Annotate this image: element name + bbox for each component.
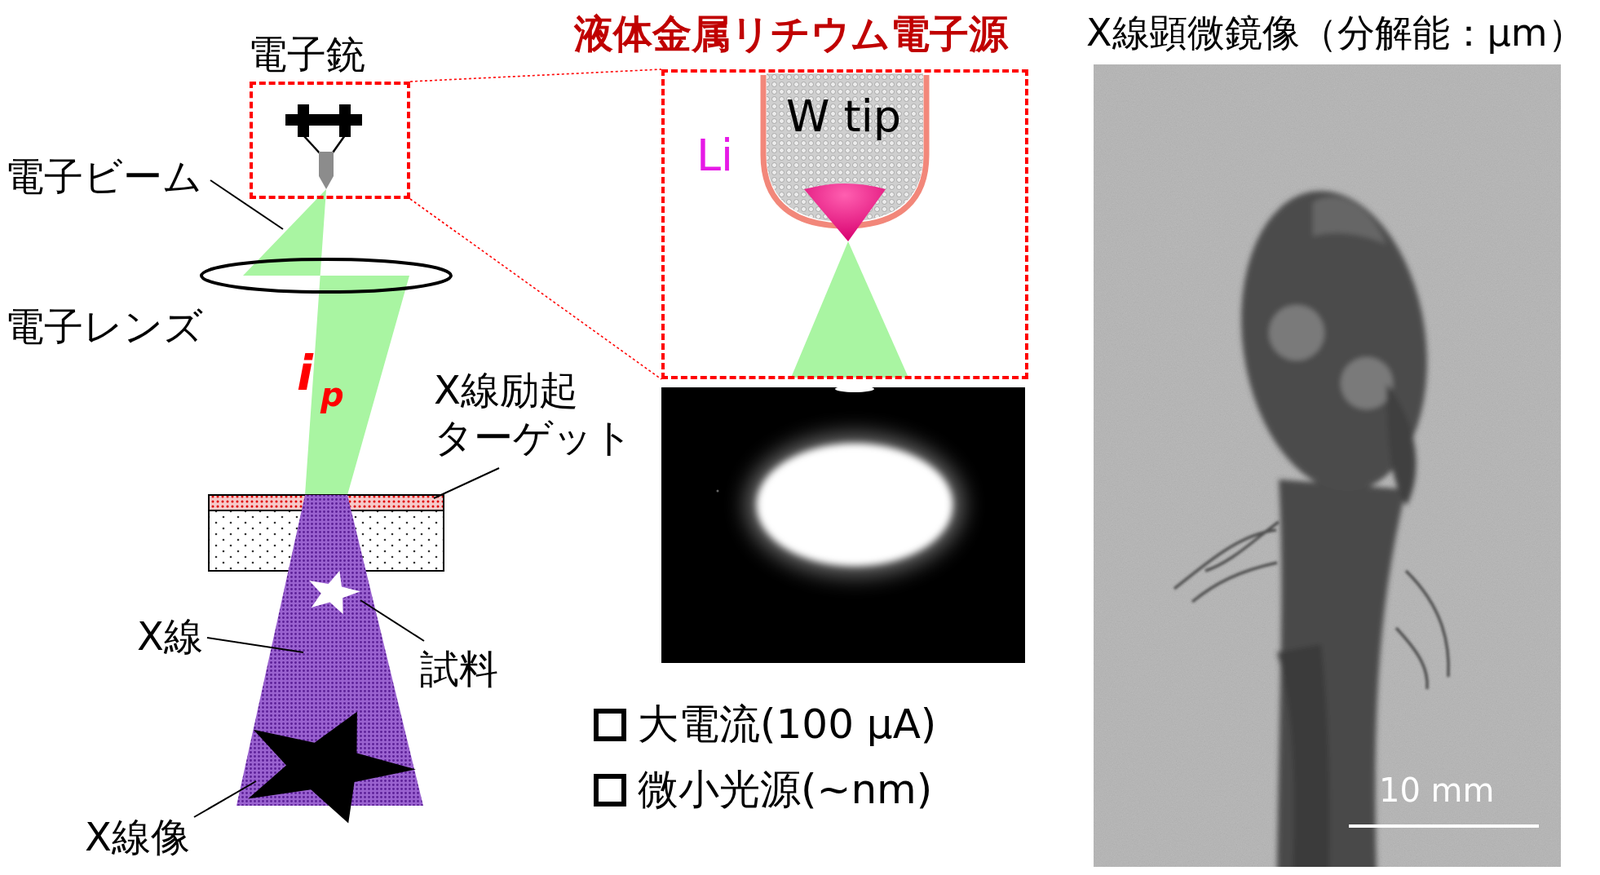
electron-gun-symbol	[285, 104, 363, 190]
emission-glow	[746, 434, 963, 575]
leader-line	[433, 468, 500, 499]
emission-photo	[661, 387, 1026, 663]
specimen-leg	[1405, 570, 1449, 677]
leader-line	[210, 180, 283, 230]
lens-label: 電子レンズ	[4, 303, 204, 351]
electron-source-box: 液体金属リチウム電子源LiW tip	[661, 69, 1029, 380]
specimen-crest	[1312, 196, 1387, 245]
xray-image-star	[247, 711, 416, 824]
scale-label: 10 mm	[1379, 770, 1495, 810]
specimen-leg	[1396, 627, 1428, 690]
check-box	[596, 711, 624, 739]
feature-item: 微小光源(~nm)	[637, 764, 933, 814]
xray-label: X線	[137, 613, 204, 661]
xray-micrograph	[1093, 64, 1561, 867]
zoom-connector	[410, 69, 662, 380]
leader-line	[207, 637, 304, 653]
leader-line	[360, 600, 425, 641]
specimen-leg	[1205, 521, 1279, 571]
gun-post	[297, 104, 310, 138]
sample-star	[309, 570, 361, 615]
photo-speck	[716, 490, 720, 493]
electron-gun-box: 電子銃	[249, 81, 411, 199]
target-label: X線励起 ターゲット	[433, 366, 640, 461]
emission-sliver	[835, 385, 875, 393]
leader-line	[194, 781, 257, 818]
current-subscript: p	[320, 375, 345, 415]
source-heading: 液体金属リチウム電子源	[574, 10, 1008, 58]
gun-post	[339, 104, 351, 138]
specimen-leg	[1192, 562, 1278, 602]
specimen-jaw	[1386, 383, 1416, 506]
gun-wire	[303, 135, 322, 155]
electron-lens	[201, 259, 451, 292]
scale-bar	[1348, 824, 1539, 828]
check-box	[596, 776, 624, 805]
beam-label: 電子ビーム	[4, 153, 203, 201]
current-symbol: i	[296, 345, 314, 403]
emitted-beam	[791, 241, 909, 378]
specimen-eye	[1340, 357, 1393, 410]
feature-item: 大電流(100 μA)	[637, 699, 937, 749]
specimen-core	[1277, 644, 1331, 867]
lithium-label: Li	[696, 129, 734, 183]
emission-spot	[756, 443, 953, 566]
gun-heading: 電子銃	[247, 30, 366, 79]
emitter-tip	[318, 151, 334, 190]
specimen-eye	[1268, 304, 1325, 361]
image-heading: X線顕微鏡像（分解能：μm）	[1086, 10, 1586, 56]
lithium-cone	[804, 183, 886, 242]
sample-label: 試料	[419, 645, 499, 694]
specimen	[1222, 178, 1446, 867]
xray-image-label: X線像	[84, 813, 191, 862]
electron-beam	[243, 189, 410, 496]
tungsten-tip-label: W tip	[786, 90, 902, 144]
xray-image-panel: X線顕微鏡像（分解能：μm）10 mm	[1093, 64, 1561, 867]
specimen-legs	[1174, 521, 1449, 690]
